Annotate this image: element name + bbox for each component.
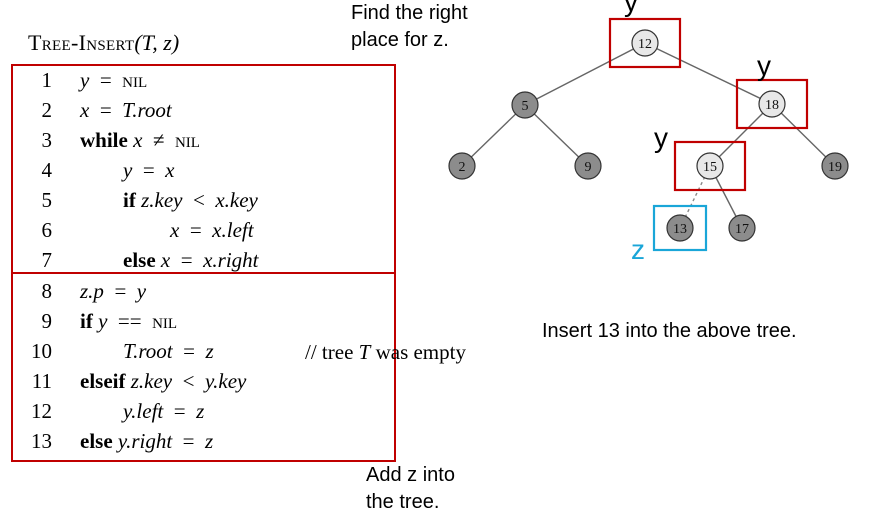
tree-node-15 [696,152,724,180]
code-line: T.root = z [123,339,214,363]
code-line: else x = x.right [123,248,259,272]
line-number: 10 [31,339,52,363]
line-number: 7 [41,248,53,272]
tree-node-label: 13 [673,222,687,237]
insert-note: Insert 13 into the above tree. [542,320,797,342]
tree-node-19 [821,152,849,180]
code-line: z.p = y [80,279,147,303]
line-number: 4 [41,158,53,182]
tree-node-label: 18 [765,98,779,113]
code-line: y = x [123,158,175,182]
tree-node-5 [511,91,539,119]
y-highlight-box [735,78,809,130]
tree-node-17 [728,214,756,242]
line-number: 13 [31,429,52,453]
tree-node-label: 12 [638,37,652,52]
tree-node-label: 2 [459,160,466,175]
z-highlight-box [652,204,708,252]
algorithm-params: (T, z) [134,30,180,55]
line-number: 8 [41,279,53,303]
tree-node-18 [758,90,786,118]
tree-node-label: 9 [585,160,592,175]
algorithm-title: Tree-Insert(T, z) [28,30,179,56]
code-line: while x ≠ nil [80,128,200,152]
tree-node-9 [574,152,602,180]
code-comment: // tree T was empty [305,340,466,364]
line-number: 9 [41,309,53,333]
line-number: 6 [41,218,53,242]
z-label: z [631,234,645,265]
algorithm-name: Tree-Insert [28,30,135,55]
line-number: 2 [41,98,53,122]
line-number: 5 [41,188,53,212]
tree-edge [524,104,589,167]
tree-edge [461,104,526,167]
insert-phase-box [11,272,396,462]
tree-node-2 [448,152,476,180]
tree-node-label: 19 [828,160,842,175]
y-label: y [757,50,771,81]
y-label: y [654,122,668,153]
tree-node-label: 15 [703,160,717,175]
code-line: if y == nil [80,309,178,333]
y-label: y [624,0,638,17]
tree-edge [524,42,646,106]
add-z-note: Add z into the tree. [366,464,455,513]
line-number: 1 [41,68,53,92]
code-line: y.left = z [123,399,205,423]
tree-node-label: 5 [522,99,529,114]
tree-node-13 [666,214,694,242]
code-line: x = x.left [170,218,254,242]
find-place-note: Find the right place for z. [351,2,468,51]
tree-node-12 [631,29,659,57]
code-line: y = nil [80,68,148,92]
tree-edge [644,42,773,105]
tree-node-label: 17 [735,222,749,237]
y-highlight-box [673,140,747,192]
code-line: elseif z.key < y.key [80,369,247,393]
tree-edge [771,103,836,167]
line-number: 3 [41,128,53,152]
code-line: else y.right = z [80,429,214,453]
code-line: x = T.root [80,98,172,122]
code-line: if z.key < x.key [123,188,258,212]
line-number: 12 [31,399,52,423]
tree-edge [709,103,773,167]
y-highlight-box [608,17,682,69]
line-number: 11 [31,369,52,393]
